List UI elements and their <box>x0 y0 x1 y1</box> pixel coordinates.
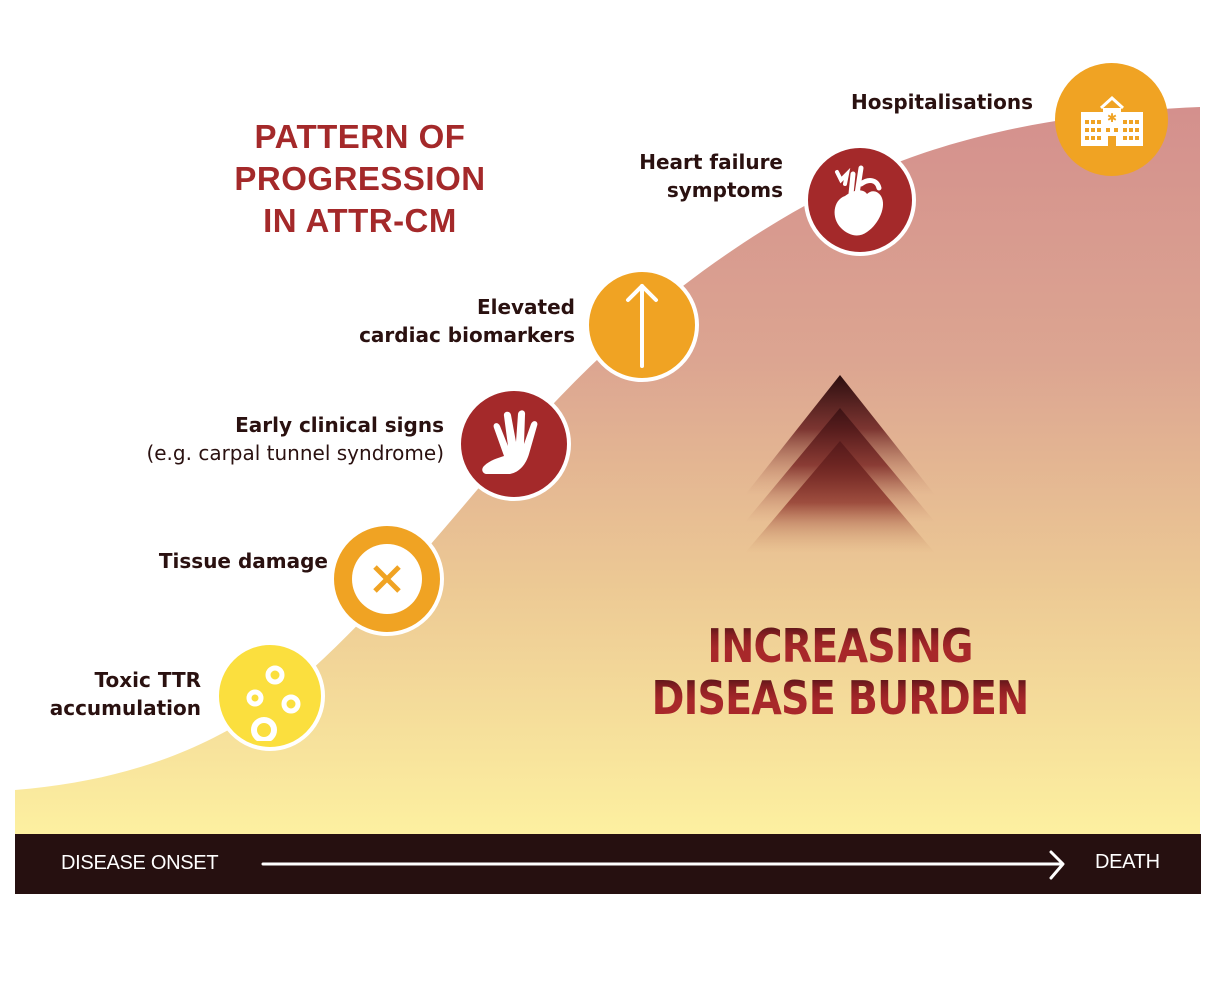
hospital-icon: ✱ <box>1080 95 1143 146</box>
up-arrow-icon <box>626 284 658 368</box>
rising-pyramids-icon <box>745 375 935 553</box>
title-line-2: PROGRESSION <box>234 160 486 197</box>
stage-label-subtext: (e.g. carpal tunnel syndrome) <box>146 441 444 465</box>
timeline-end-label: DEATH <box>1095 851 1160 873</box>
burden-line-2: DISEASE BURDEN <box>634 672 1047 724</box>
stage-circle-hospitalisations: ✱ <box>1055 63 1168 176</box>
stage-label-line: Heart failure <box>639 150 783 174</box>
stage-label-early-clinical-signs: Early clinical signs (e.g. carpal tunnel… <box>146 411 444 467</box>
timeline-arrow-icon <box>261 850 1065 880</box>
stage-label-hospitalisations: Hospitalisations <box>851 88 1033 116</box>
title-line-1: PATTERN OF <box>254 118 466 155</box>
stage-label-line: accumulation <box>49 696 201 720</box>
stage-label-line: Tissue damage <box>158 549 328 573</box>
heart-icon <box>834 165 884 236</box>
stage-circle-heart-failure <box>804 144 916 256</box>
stage-circle-toxic-ttr <box>215 641 325 751</box>
stage-label-heart-failure: Heart failure symptoms <box>639 148 783 204</box>
stage-label-line: Toxic TTR <box>94 668 201 692</box>
timeline-bar: DISEASE ONSET DEATH <box>15 834 1201 894</box>
stage-circle-cardiac-biomarkers <box>585 268 699 382</box>
ttr-particles-icon <box>246 665 301 741</box>
stage-label-tissue-damage: Tissue damage <box>159 547 328 575</box>
stage-label-line: Elevated <box>476 295 575 319</box>
burden-line-1: INCREASING <box>634 620 1047 672</box>
stage-label-line: Hospitalisations <box>850 90 1033 114</box>
stage-label-line: cardiac biomarkers <box>359 323 575 347</box>
stage-circle-early-clinical-signs <box>457 387 571 501</box>
page-title: PATTERN OF PROGRESSION IN ATTR-CM <box>200 116 520 242</box>
x-mark-icon <box>373 565 401 593</box>
timeline-start-label: DISEASE ONSET <box>61 852 219 874</box>
stage-label-toxic-ttr: Toxic TTR accumulation <box>50 666 201 722</box>
stage-label-cardiac-biomarkers: Elevated cardiac biomarkers <box>359 293 575 349</box>
disease-burden-heading: INCREASING DISEASE BURDEN <box>634 620 1047 724</box>
stage-label-line: Early clinical signs <box>235 413 444 437</box>
stage-label-line: symptoms <box>666 178 783 202</box>
title-line-3: IN ATTR-CM <box>263 202 457 239</box>
svg-text:✱: ✱ <box>1106 111 1116 125</box>
hand-icon <box>482 410 538 474</box>
stage-circle-tissue-damage <box>330 522 444 636</box>
